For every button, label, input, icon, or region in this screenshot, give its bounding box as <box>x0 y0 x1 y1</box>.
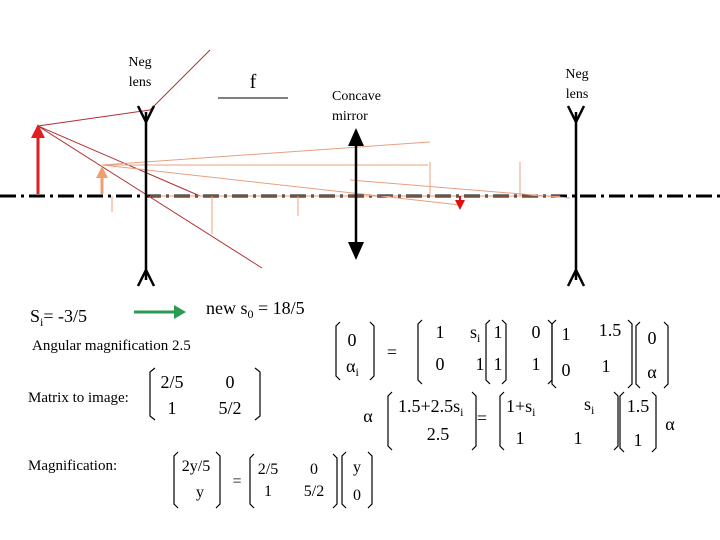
si-equation: Si= -3/5 <box>30 306 87 329</box>
ray-3 <box>37 125 263 269</box>
ang-vec-bottom: αi <box>346 356 359 379</box>
matrix-three: 1 1.5 0 1 <box>551 319 633 389</box>
green-arrow <box>134 305 186 319</box>
prop-a: 1 <box>436 322 445 342</box>
m1-b: 0 <box>226 372 235 392</box>
lens-b: 0 <box>532 322 541 342</box>
ray-7 <box>101 141 431 166</box>
mat3-d: 1 <box>602 356 611 376</box>
mag-rhs-bottom: 0 <box>353 487 361 504</box>
ray-8 <box>349 179 571 199</box>
lens-matrix: 1 0 1 1 <box>485 319 553 385</box>
neg-lens-right-label-1: Neg <box>565 67 588 82</box>
vec3-top: 0 <box>648 328 657 348</box>
mat3-b: 1.5 <box>599 320 622 340</box>
result-matrix: 1+si si 1 1 <box>499 391 619 451</box>
m1-a: 2/5 <box>160 372 183 392</box>
mag-mat-d: 5/2 <box>304 483 324 500</box>
focal-length-label: f <box>250 71 257 93</box>
result-vector: 1.5+2.5si 2.5 <box>387 391 477 451</box>
prop-c: 0 <box>436 354 445 374</box>
concave-mirror <box>348 128 364 260</box>
mat3-c: 0 <box>562 360 571 380</box>
neg-lens-left-label-1: Neg <box>128 55 151 70</box>
mag-mat-b: 0 <box>310 461 318 478</box>
mag-rhs-top: y <box>353 459 361 476</box>
res-vec-top: 1.5+2.5si <box>398 396 464 419</box>
concave-mirror-label-1: Concave <box>332 89 381 104</box>
propagation-matrix: 1 si 0 1 <box>417 319 507 385</box>
res-mat-d: 1 <box>574 428 583 448</box>
ray-1 <box>37 109 151 127</box>
intermediate-image-arrow <box>96 166 108 194</box>
lens-c: 1 <box>494 354 503 374</box>
vector-three: 0 α <box>635 321 669 389</box>
neg-lens-right-label-2: lens <box>566 87 589 102</box>
res-mat-a: 1+si <box>506 396 536 419</box>
neg-lens-left <box>136 105 156 287</box>
res-vec-bottom: 2.5 <box>427 424 450 444</box>
mag-vec-bottom: y <box>196 484 204 501</box>
ray-traces <box>37 49 571 269</box>
lens-a: 1 <box>494 322 503 342</box>
concave-mirror-label-2: mirror <box>332 109 368 124</box>
mag-eq-sign: = <box>232 473 241 490</box>
result-eq-sign: = <box>477 408 487 428</box>
res-mat-c: 1 <box>516 428 525 448</box>
magnification-equation: 2y/5 y = 2/5 0 1 5/2 y 0 <box>173 451 373 509</box>
mat3-a: 1 <box>562 324 571 344</box>
new-s0-equation: new s0 = 18/5 <box>206 298 305 321</box>
object-arrow <box>31 124 45 194</box>
m1-c: 1 <box>168 398 177 418</box>
mag-mat-c: 1 <box>264 483 272 500</box>
angular-eq-sign: = <box>387 342 397 362</box>
neg-lens-right <box>566 105 586 287</box>
ray-4 <box>37 125 201 197</box>
matrix-to-image: 2/5 0 1 5/2 <box>149 367 261 421</box>
final-image-arrow <box>455 196 465 210</box>
m1-d: 5/2 <box>218 398 241 418</box>
res-mat-b: si <box>584 394 595 417</box>
res-vec2-top: 1.5 <box>627 396 650 416</box>
lens-d: 1 <box>532 354 541 374</box>
mag-vec-top: 2y/5 <box>182 458 210 475</box>
result-vector-two: 1.5 1 <box>619 391 657 453</box>
res-vec2-bottom: 1 <box>634 430 643 450</box>
vec3-bottom: α <box>647 362 657 382</box>
neg-lens-left-label-2: lens <box>129 75 152 90</box>
ray-6 <box>101 164 461 206</box>
mag-mat-a: 2/5 <box>258 461 278 478</box>
magnification-label: Magnification: <box>28 458 117 474</box>
prop-b: si <box>470 322 481 345</box>
matrix-to-image-label: Matrix to image: <box>28 390 129 406</box>
alpha-final-symbol: α <box>665 414 675 434</box>
prop-d: 1 <box>476 354 485 374</box>
ang-vec-top: 0 <box>348 330 357 350</box>
angular-input-vector: 0 αi <box>335 321 375 381</box>
ray-2 <box>149 49 211 111</box>
alpha-symbol: α <box>363 406 373 426</box>
angular-magnification-text: Angular magnification 2.5 <box>32 338 191 354</box>
